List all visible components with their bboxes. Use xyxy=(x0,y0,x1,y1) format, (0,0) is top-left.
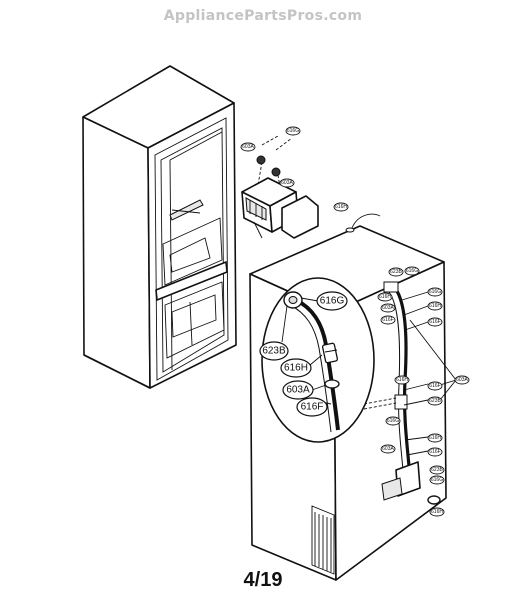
svg-text:616H: 616H xyxy=(429,435,441,441)
page-number: 4/19 xyxy=(243,569,283,591)
callout-back-14: 616H xyxy=(427,433,443,443)
svg-text:603A: 603A xyxy=(286,385,310,396)
callout-back-10: 616H xyxy=(394,375,410,385)
callout-back-19: 616H xyxy=(429,507,445,517)
svg-text:603A: 603A xyxy=(382,446,394,452)
svg-text:616G: 616G xyxy=(431,477,443,483)
svg-text:623B: 623B xyxy=(390,269,402,275)
svg-text:616F: 616F xyxy=(301,402,324,413)
callout-back-1: 623B xyxy=(388,267,404,277)
callout-back-2: 616G xyxy=(404,266,420,276)
magnifier-detail-icon xyxy=(261,277,375,443)
callout-back-7: 616H xyxy=(427,301,443,311)
detail-callout-616h: 616H xyxy=(280,358,312,378)
callout-upper-1: 603A xyxy=(240,142,256,152)
callout-back-18: 616G xyxy=(429,475,445,485)
callout-back-6: 616G xyxy=(427,287,443,297)
water-tube-assembly-icon xyxy=(363,281,457,505)
svg-text:616H: 616H xyxy=(431,509,443,515)
callout-back-4: 603A xyxy=(380,303,396,313)
svg-text:616G: 616G xyxy=(287,128,299,134)
callout-back-17: 623B xyxy=(429,465,445,475)
svg-text:616F: 616F xyxy=(429,383,440,389)
callout-upper-3: 603A xyxy=(279,178,295,188)
ice-maker-assembly-icon xyxy=(241,135,319,239)
svg-text:616G: 616G xyxy=(387,418,399,424)
callout-back-12: 623B xyxy=(427,396,443,406)
svg-text:616G: 616G xyxy=(406,268,418,274)
svg-text:616F: 616F xyxy=(382,317,393,323)
svg-text:623B: 623B xyxy=(262,346,286,357)
svg-text:603A: 603A xyxy=(382,305,394,311)
svg-text:603A: 603A xyxy=(456,377,468,383)
callout-back-3: 616H xyxy=(377,292,393,302)
callout-back-15: 603A xyxy=(380,444,396,454)
svg-text:616H: 616H xyxy=(429,303,441,309)
svg-text:623B: 623B xyxy=(431,467,443,473)
callout-back-16: 616F xyxy=(427,447,443,457)
watermark: AppliancePartsPros.com xyxy=(163,8,363,24)
detail-callout-616f: 616F xyxy=(296,397,328,417)
callout-back-13: 616G xyxy=(385,416,401,426)
callout-upper-4: 616H xyxy=(333,202,349,212)
callout-back-11: 616F xyxy=(427,381,443,391)
svg-text:616G: 616G xyxy=(320,296,345,307)
callout-back-9: 603A xyxy=(454,375,470,385)
svg-text:616H: 616H xyxy=(284,363,308,374)
svg-text:616H: 616H xyxy=(335,204,347,210)
svg-text:616G: 616G xyxy=(429,289,441,295)
detail-callout-616g: 616G xyxy=(316,291,348,311)
svg-text:603A: 603A xyxy=(242,144,254,150)
svg-text:616H: 616H xyxy=(396,377,408,383)
svg-text:616F: 616F xyxy=(429,319,440,325)
callout-back-8: 616F xyxy=(427,317,443,327)
detail-callout-623b: 623B xyxy=(259,341,289,361)
svg-text:623B: 623B xyxy=(429,398,441,404)
svg-text:616H: 616H xyxy=(379,294,391,300)
svg-text:616F: 616F xyxy=(429,449,440,455)
svg-text:603A: 603A xyxy=(281,180,293,186)
detail-callout-603a: 603A xyxy=(282,380,314,400)
callout-upper-2: 616G xyxy=(285,126,301,136)
refrigerator-cabinet-icon xyxy=(82,65,237,389)
callout-back-5: 616F xyxy=(380,315,396,325)
